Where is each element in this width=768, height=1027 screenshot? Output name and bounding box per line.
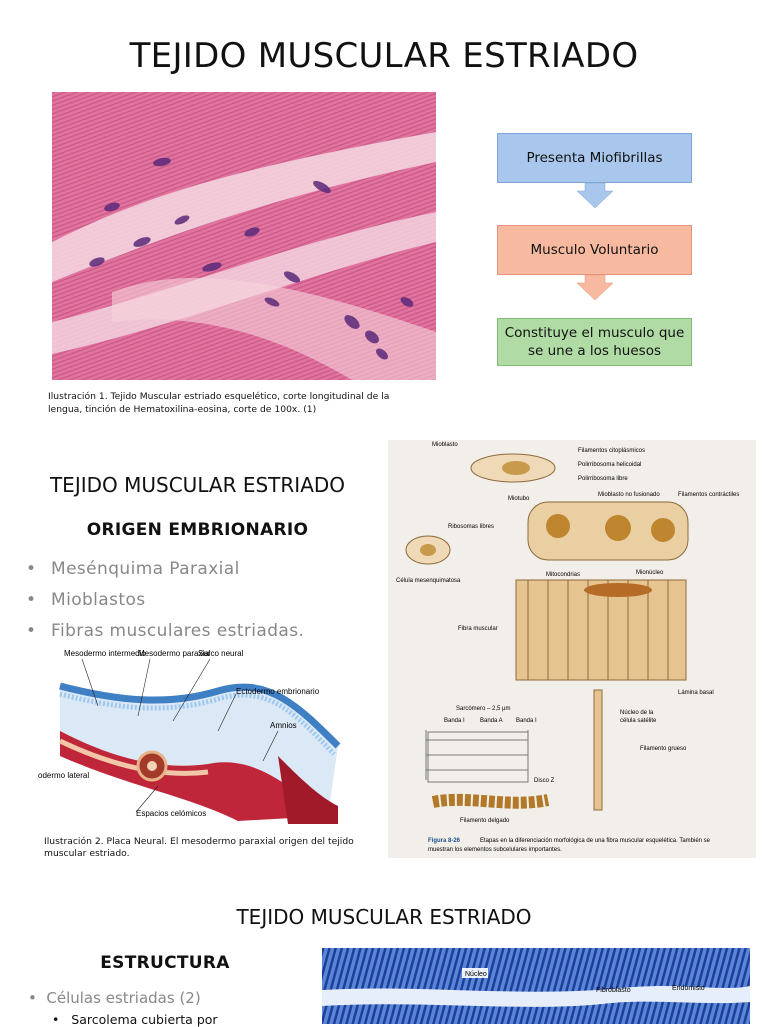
myogenesis-diagram: Mioblasto Filamentos citoplásmicos Polir… [388, 440, 756, 858]
label-banda-i-1: Banda I [444, 718, 465, 724]
label-espacios-celomicos: Espacios celómicos [136, 809, 206, 818]
muscle-micrograph-2: Núcleo Fibroblasto Endomisio [322, 948, 750, 1024]
label-filamento-grueso: Filamento grueso [640, 746, 687, 752]
label-nucleo: Núcleo [465, 971, 487, 978]
slide1-title: TEJIDO MUSCULAR ESTRIADO [129, 36, 639, 76]
flow-arrow-1 [576, 183, 614, 209]
label-ectodermo: Ectodermo embrionario [236, 687, 320, 696]
label-ribosomas: Ribosomas libres [448, 524, 494, 530]
figure-caption-1: Ilustración 1. Tejido Muscular estriado … [48, 391, 390, 415]
section-heading-estructura: ESTRUCTURA [100, 953, 230, 973]
bullet-item: •Fibras musculares estriadas. [26, 621, 305, 641]
muscle-histology-image [52, 92, 436, 380]
label-celula-mesenquimatosa: Célula mesenquimatosa [396, 578, 461, 584]
label-mesodermo-lateral: odermo lateral [38, 771, 89, 780]
label-disco-z: Disco Z [534, 778, 555, 784]
label-mesodermo-paraxial: Mesodermo paraxial [138, 649, 211, 658]
flow-box-voluntario: Musculo Voluntario [497, 225, 692, 275]
label-polirribosoma-libre: Polirribosoma libre [578, 476, 628, 482]
label-miotubo: Miotubo [508, 496, 530, 502]
slide3-title: TEJIDO MUSCULAR ESTRIADO [236, 905, 532, 929]
label-nucleo-satelite-1: Núcleo de la [620, 710, 654, 716]
label-mionucleo: Mionúcleo [636, 570, 664, 576]
label-figura: Figura 8-26 [428, 838, 461, 844]
label-endomisio: Endomisio [672, 985, 705, 992]
label-mioblasto: Mioblasto [432, 442, 458, 448]
flow-arrow-2 [576, 275, 614, 301]
label-mioblasto-no-fusionado: Mioblasto no fusionado [598, 492, 660, 498]
label-polirribosoma-hel: Polirribosoma helicoidal [578, 462, 641, 468]
bullet-item: •Mioblastos [26, 590, 146, 610]
origin-bullet-list: •Mesénquima Paraxial •Mioblastos •Fibras… [26, 555, 304, 648]
label-filamentos-contractiles: Filamentos contráctiles [678, 492, 739, 498]
neural-plate-diagram: Mesodermo intermedio Mesodermo paraxial … [38, 646, 360, 826]
figure-caption-2: Ilustración 2. Placa Neural. El mesoderm… [44, 836, 354, 859]
label-amnios: Amnios [270, 721, 297, 730]
label-figura-text-2: muestran los elementos subcelulares impo… [428, 847, 562, 853]
label-filamentos-cito: Filamentos citoplásmicos [578, 448, 645, 454]
label-banda-i-2: Banda I [516, 718, 537, 724]
label-banda-a: Banda A [480, 718, 503, 724]
sub-bullet-item: • Sarcolema cubierta por [52, 1012, 218, 1027]
label-fibroblasto: Fibroblasto [596, 987, 631, 994]
label-filamento-delgado: Filamento delgado [460, 818, 510, 824]
label-mesodermo-intermedio: Mesodermo intermedio [64, 649, 146, 658]
label-figura-text-1: Etapas en la diferenciación morfológica … [480, 838, 711, 844]
section-heading-origen: ORIGEN EMBRIONARIO [86, 520, 309, 540]
label-nucleo-satelite-2: célula satélite [620, 718, 657, 724]
flow-box-huesos: Constituye el musculo que se une a los h… [497, 318, 692, 366]
label-mitocondrias: Mitocondrias [546, 572, 580, 578]
label-lamina-basal: Lámina basal [678, 690, 714, 696]
label-sarcomero: Sarcómero – 2,5 µm [456, 706, 510, 712]
flow-box-miofibrillas: Presenta Miofibrillas [497, 133, 692, 183]
bullet-item: •Mesénquima Paraxial [26, 559, 240, 579]
slide2-title: TEJIDO MUSCULAR ESTRIADO [49, 473, 346, 497]
bullet-item: • Células estriadas (2) [28, 989, 201, 1007]
label-surco-neural: Surco neural [198, 649, 244, 658]
label-fibra-muscular: Fibra muscular [458, 626, 498, 632]
